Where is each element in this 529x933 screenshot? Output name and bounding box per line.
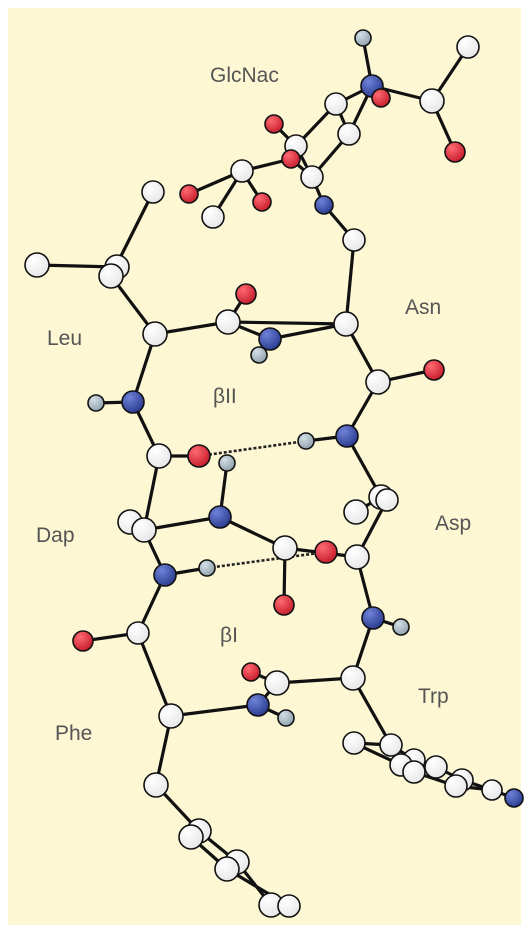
carbon-atom xyxy=(342,731,366,755)
hydrogen-atom xyxy=(218,454,236,472)
oxygen-atom xyxy=(281,149,301,169)
hydrogen-bond xyxy=(206,550,327,570)
carbon-atom xyxy=(424,755,448,779)
carbon-atom xyxy=(143,772,169,798)
carbon-atom xyxy=(146,443,172,469)
carbon-atom xyxy=(342,228,366,252)
carbon-atom xyxy=(214,856,240,882)
label-glcnac: GlcNac xyxy=(210,64,279,87)
covalent-bond xyxy=(226,320,348,326)
carbon-atom xyxy=(230,159,254,183)
carbon-atom xyxy=(365,369,391,395)
covalent-bond xyxy=(268,322,348,341)
label-beta-two: βII xyxy=(213,385,237,408)
carbon-atom xyxy=(178,824,204,850)
nitrogen-atom xyxy=(504,788,524,808)
carbon-atom xyxy=(324,92,348,116)
carbon-atom xyxy=(131,517,157,543)
hydrogen-atom xyxy=(87,394,105,412)
carbon-atom xyxy=(264,670,290,696)
carbon-atom xyxy=(126,621,150,645)
carbon-atom xyxy=(98,263,124,289)
label-asp: Asp xyxy=(435,512,472,535)
carbon-atom xyxy=(201,205,225,229)
carbon-atom xyxy=(340,665,366,691)
covalent-bond xyxy=(142,515,222,532)
oxygen-atom xyxy=(241,662,261,682)
carbon-atom xyxy=(419,88,445,114)
hydrogen-atom xyxy=(392,618,410,636)
oxygen-atom xyxy=(72,630,94,652)
oxygen-atom xyxy=(264,114,284,134)
carbon-atom xyxy=(402,760,426,784)
nitrogen-atom xyxy=(153,563,177,587)
hydrogen-atom xyxy=(198,559,216,577)
hydrogen-bond-layer xyxy=(198,439,327,570)
label-beta-one: βI xyxy=(220,624,238,647)
nitrogen-atom xyxy=(314,195,334,215)
label-leu: Leu xyxy=(47,327,83,350)
hydrogen-atom xyxy=(354,29,372,47)
covalent-bond xyxy=(344,238,356,326)
hydrogen-atom xyxy=(297,432,315,450)
label-asn: Asn xyxy=(405,296,442,319)
label-trp: Trp xyxy=(418,685,449,708)
hydrogen-atom xyxy=(250,346,268,364)
oxygen-atom xyxy=(444,141,466,163)
label-dap: Dap xyxy=(36,524,75,547)
carbon-atom xyxy=(158,703,184,729)
covalent-bond xyxy=(136,631,173,718)
carbon-atom xyxy=(456,35,480,59)
label-phe: Phe xyxy=(55,722,93,745)
oxygen-atom xyxy=(179,184,199,204)
nitrogen-atom xyxy=(258,327,282,351)
carbon-atom xyxy=(344,544,370,570)
carbon-atom xyxy=(141,180,165,204)
carbon-atom xyxy=(142,321,168,347)
atom-layer xyxy=(24,29,524,918)
carbon-atom xyxy=(375,488,399,512)
carbon-atom xyxy=(277,894,301,918)
nitrogen-atom xyxy=(208,505,232,529)
oxygen-atom xyxy=(273,594,295,616)
covalent-bond xyxy=(169,703,260,718)
oxygen-atom xyxy=(314,540,338,564)
nitrogen-atom xyxy=(361,606,385,630)
oxygen-atom xyxy=(371,88,391,108)
carbon-atom xyxy=(343,499,369,525)
covalent-bond xyxy=(351,676,393,747)
nitrogen-atom xyxy=(246,693,270,717)
carbon-atom xyxy=(481,779,503,801)
hydrogen-atom xyxy=(277,709,295,727)
hydrogen-bond xyxy=(198,439,307,458)
carbon-atom xyxy=(444,774,468,798)
carbon-atom xyxy=(333,311,359,337)
carbon-atom xyxy=(300,165,324,189)
oxygen-atom xyxy=(252,192,272,212)
carbon-atom xyxy=(215,309,241,335)
oxygen-atom xyxy=(423,359,445,381)
oxygen-atom xyxy=(187,444,211,468)
carbon-atom xyxy=(272,535,298,561)
oxygen-atom xyxy=(235,283,257,305)
carbon-atom xyxy=(379,733,403,757)
nitrogen-atom xyxy=(335,424,359,448)
carbon-atom xyxy=(337,122,361,146)
nitrogen-atom xyxy=(121,390,145,414)
carbon-atom xyxy=(24,252,50,278)
